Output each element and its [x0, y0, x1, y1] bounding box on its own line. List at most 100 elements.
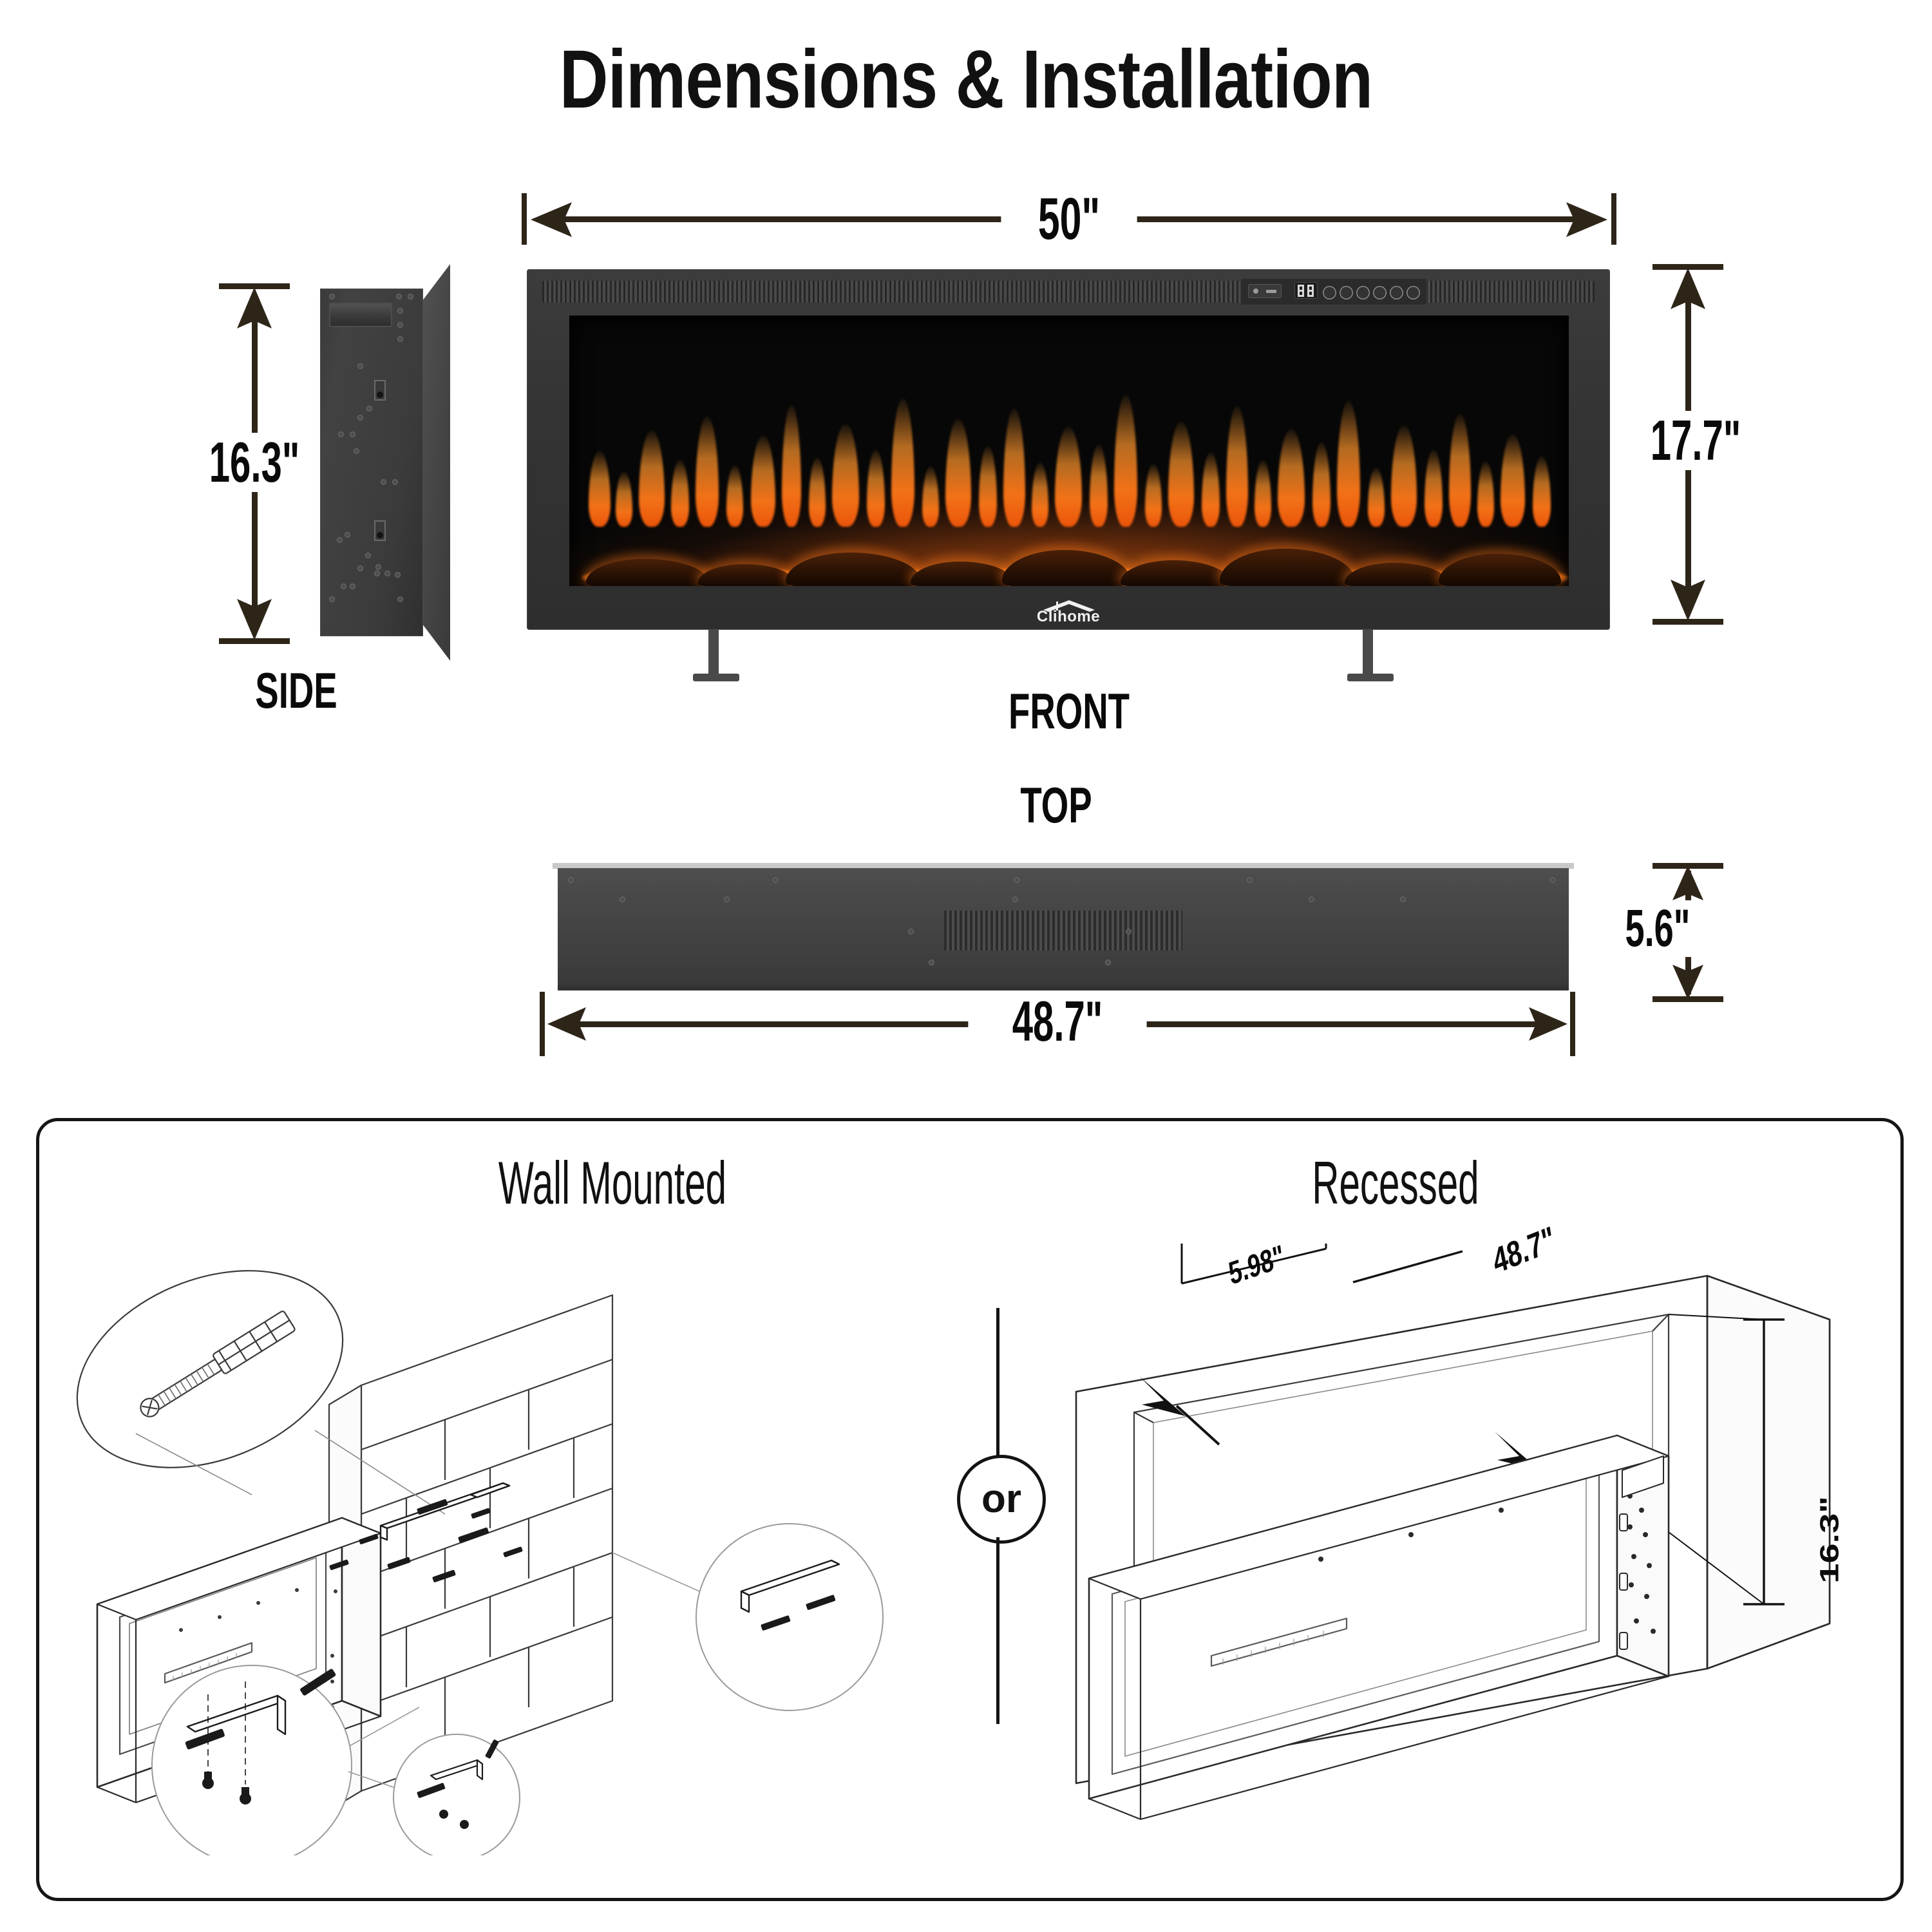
dim-tick-bottom	[1653, 619, 1723, 625]
wall-mount-illustration	[76, 1270, 884, 1855]
screw-icon	[357, 363, 363, 369]
brand-logo: Clihome	[1027, 600, 1110, 626]
screw-icon	[329, 596, 335, 602]
front-leg-right-foot	[1347, 674, 1394, 681]
dimension-top-width-label: 48.7"	[968, 992, 1147, 1051]
divider-or-badge: or	[957, 1455, 1046, 1544]
screw-icon	[929, 960, 934, 965]
front-leg-right	[1363, 630, 1373, 680]
log-icon	[1002, 550, 1131, 586]
dimension-side-height: 16.3"	[165, 283, 344, 644]
control-button-power-icon[interactable]	[1323, 286, 1336, 299]
control-panel[interactable]	[1240, 278, 1427, 305]
dimension-side-height-label: 16.3"	[165, 433, 344, 492]
power-switch[interactable]	[1248, 284, 1282, 298]
dim-arrow-right-icon	[1566, 202, 1607, 237]
front-leg-left	[708, 630, 719, 680]
screw-icon	[568, 877, 574, 883]
dimension-front-width: 50"	[522, 188, 1616, 251]
dim-arrow-down-icon	[1671, 580, 1705, 621]
screw-icon	[724, 896, 730, 902]
log-icon	[586, 559, 708, 586]
side-vent-opening	[329, 303, 392, 327]
screw-icon	[620, 896, 625, 902]
log-icon	[1345, 563, 1448, 586]
top-view-unit	[558, 868, 1569, 990]
log-icon	[1220, 549, 1355, 586]
house-roof-icon	[1043, 600, 1095, 612]
keyhole-dot	[377, 392, 383, 398]
dim-arrow-up-icon	[237, 287, 272, 328]
screw-icon	[397, 336, 403, 342]
screw-icon	[1012, 896, 1018, 902]
screw-icon	[1309, 896, 1314, 902]
screw-icon	[1549, 877, 1555, 883]
install-option-wall-label: Wall Mounted	[498, 1149, 727, 1217]
log-icon	[786, 553, 921, 586]
log-icon	[1121, 560, 1230, 586]
control-button-timer-icon[interactable]	[1340, 286, 1353, 299]
recessed-illustration	[1075, 1244, 1831, 1821]
dim-tick-left	[540, 992, 545, 1056]
top-view-label: TOP	[1020, 777, 1092, 833]
dim-tick-top	[1653, 264, 1723, 270]
dim-arrow-left-icon	[531, 202, 572, 237]
dim-arrow-right-icon	[1529, 1007, 1567, 1041]
page-title: Dimensions & Installation	[559, 33, 1373, 126]
screw-icon	[397, 322, 403, 328]
dimension-front-height: 17.7"	[1606, 264, 1785, 625]
dimension-top-width: 48.7"	[540, 992, 1575, 1063]
flame-icon	[891, 397, 914, 527]
top-vent-grille	[944, 911, 1182, 951]
screw-icon	[384, 571, 390, 576]
front-view-label: FRONT	[1008, 683, 1130, 739]
screw-icon	[408, 294, 413, 299]
screw-icon	[1247, 877, 1253, 883]
dim-tick-left	[522, 193, 527, 245]
log-icon	[1439, 554, 1561, 586]
keyhole-dot	[377, 532, 383, 538]
dim-tick-bottom	[219, 638, 290, 644]
screw-icon	[329, 294, 335, 299]
log-icon	[698, 564, 795, 586]
screw-icon	[1014, 877, 1019, 883]
screw-icon	[1126, 929, 1132, 934]
screw-icon	[773, 877, 779, 883]
top-view-base-edge	[558, 983, 1569, 990]
side-view-unit	[320, 289, 423, 636]
control-button-heat-icon[interactable]	[1373, 286, 1387, 299]
dim-arrow-down-icon	[237, 599, 272, 640]
screw-icon	[365, 553, 371, 558]
dim-arrow-up-icon	[1672, 866, 1703, 900]
front-top-vent	[542, 281, 1595, 303]
control-button-up-icon[interactable]	[1390, 286, 1403, 299]
control-button-row[interactable]	[1323, 286, 1421, 300]
keyhole-slot	[374, 520, 386, 541]
side-view-label: SIDE	[255, 662, 337, 719]
brand-name: Clihome	[1036, 608, 1101, 625]
screw-icon	[341, 583, 346, 589]
screw-icon	[908, 929, 914, 934]
screw-icon	[374, 571, 380, 576]
screw-icon	[345, 532, 350, 538]
screw-icon	[392, 479, 398, 485]
screw-icon	[350, 583, 355, 589]
divider-line-top	[996, 1308, 999, 1456]
log-icon	[911, 562, 1014, 586]
top-view-front-lip	[553, 863, 1574, 869]
control-button-down-icon[interactable]	[1406, 286, 1420, 299]
control-button-flame-icon[interactable]	[1356, 286, 1370, 299]
divider-line-bottom	[996, 1537, 999, 1724]
screw-icon	[354, 448, 359, 454]
front-leg-left-foot	[693, 674, 739, 681]
dim-arrow-up-icon	[1671, 268, 1705, 309]
install-option-recessed-label: Recessed	[1312, 1149, 1479, 1217]
screw-icon	[1105, 960, 1111, 965]
screw-icon	[366, 406, 372, 412]
screw-icon	[397, 596, 403, 602]
flame-icon	[1114, 393, 1137, 527]
front-view-unit: Clihome	[527, 269, 1610, 630]
side-view-flange	[423, 264, 450, 661]
installation-panel: Wall Mounted Recessed or	[36, 1118, 1904, 1901]
power-indicator-icon	[1253, 289, 1258, 294]
